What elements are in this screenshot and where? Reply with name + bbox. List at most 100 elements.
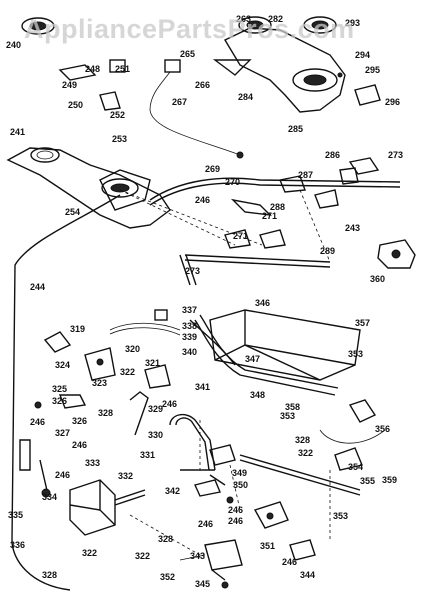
callout-246: 246 — [228, 505, 243, 515]
callout-328: 328 — [42, 570, 57, 580]
callout-263: 263 — [236, 14, 251, 24]
callout-323: 323 — [92, 378, 107, 388]
burner-right-rear — [224, 16, 346, 113]
callout-246: 246 — [282, 557, 297, 567]
callout-250: 250 — [68, 100, 83, 110]
callout-358: 358 — [285, 402, 300, 412]
callout-273: 273 — [185, 266, 200, 276]
callout-330: 330 — [148, 430, 163, 440]
callout-342: 342 — [165, 486, 180, 496]
callout-355: 355 — [360, 476, 375, 486]
valve-349 — [194, 444, 236, 504]
callout-349: 349 — [232, 468, 247, 478]
callout-347: 347 — [245, 354, 260, 364]
callout-284: 284 — [238, 92, 253, 102]
callout-269: 269 — [205, 164, 220, 174]
callout-353: 353 — [280, 411, 295, 421]
callout-322: 322 — [298, 448, 313, 458]
callout-253: 253 — [112, 134, 127, 144]
callout-331: 331 — [140, 450, 155, 460]
callout-265: 265 — [180, 49, 195, 59]
ignitor-upper — [58, 59, 252, 159]
callout-350: 350 — [233, 480, 248, 490]
callout-322: 322 — [120, 367, 135, 377]
regulator-334 — [69, 479, 146, 536]
callout-351: 351 — [260, 541, 275, 551]
fittings-left — [19, 394, 87, 498]
callout-360: 360 — [370, 274, 385, 284]
callout-246: 246 — [228, 516, 243, 526]
callout-285: 285 — [288, 124, 303, 134]
callout-332: 332 — [118, 471, 133, 481]
callout-240: 240 — [6, 40, 21, 50]
callout-249: 249 — [62, 80, 77, 90]
callout-289: 289 — [320, 246, 335, 256]
callout-241: 241 — [10, 127, 25, 137]
callout-345: 345 — [195, 579, 210, 589]
callout-322: 322 — [82, 548, 97, 558]
callout-354: 354 — [348, 462, 363, 472]
callout-246: 246 — [195, 195, 210, 205]
callout-359: 359 — [382, 475, 397, 485]
valves-right — [279, 72, 381, 209]
thermostat-wires — [109, 309, 181, 389]
callout-338: 338 — [182, 321, 197, 331]
callout-326: 326 — [52, 396, 67, 406]
callout-246: 246 — [162, 399, 177, 409]
callout-246: 246 — [30, 417, 45, 427]
callout-344: 344 — [300, 570, 315, 580]
callout-336: 336 — [10, 540, 25, 550]
callout-343: 343 — [190, 551, 205, 561]
callout-288: 288 — [270, 202, 285, 212]
bracket-360 — [377, 239, 416, 269]
watermark-text: AppliancePartsPros.com — [24, 14, 355, 44]
callout-341: 341 — [195, 382, 210, 392]
callout-282: 282 — [268, 14, 283, 24]
callout-325: 325 — [52, 384, 67, 394]
callout-296: 296 — [385, 97, 400, 107]
callout-251: 251 — [115, 64, 130, 74]
safety-valve-344 — [179, 539, 243, 589]
callout-329: 329 — [148, 404, 163, 414]
callout-254: 254 — [65, 207, 80, 217]
oven-burner-box — [189, 309, 361, 381]
callout-348: 348 — [250, 390, 265, 400]
callout-252: 252 — [110, 110, 125, 120]
callout-286: 286 — [325, 150, 340, 160]
tube-244 — [11, 194, 121, 591]
callout-266: 266 — [195, 80, 210, 90]
callout-353: 353 — [333, 511, 348, 521]
callout-319: 319 — [70, 324, 85, 334]
callout-244: 244 — [30, 282, 45, 292]
callout-333: 333 — [85, 458, 100, 468]
callout-273: 273 — [388, 150, 403, 160]
burner-left-rear — [6, 147, 171, 229]
callout-246: 246 — [72, 440, 87, 450]
igniter-354 — [239, 447, 363, 496]
callout-243: 243 — [345, 223, 360, 233]
callout-334: 334 — [42, 492, 57, 502]
callout-246: 246 — [198, 519, 213, 529]
bracket-356 — [319, 399, 386, 444]
callout-267: 267 — [172, 97, 187, 107]
manifold-upper — [149, 177, 401, 286]
callout-328: 328 — [98, 408, 113, 418]
callout-337: 337 — [182, 305, 197, 315]
valve-319 — [43, 331, 116, 381]
callout-356: 356 — [375, 424, 390, 434]
callout-339: 339 — [182, 332, 197, 342]
callout-346: 346 — [255, 298, 270, 308]
tube-330 — [169, 413, 226, 486]
burner-cap-top-left — [21, 17, 55, 35]
callout-320: 320 — [125, 344, 140, 354]
callout-340: 340 — [182, 347, 197, 357]
callout-327: 327 — [55, 428, 70, 438]
callout-271: 271 — [262, 211, 277, 221]
callout-293: 293 — [345, 18, 360, 28]
callout-324: 324 — [55, 360, 70, 370]
callout-294: 294 — [355, 50, 370, 60]
callout-287: 287 — [298, 170, 313, 180]
valve-352 — [289, 539, 316, 561]
